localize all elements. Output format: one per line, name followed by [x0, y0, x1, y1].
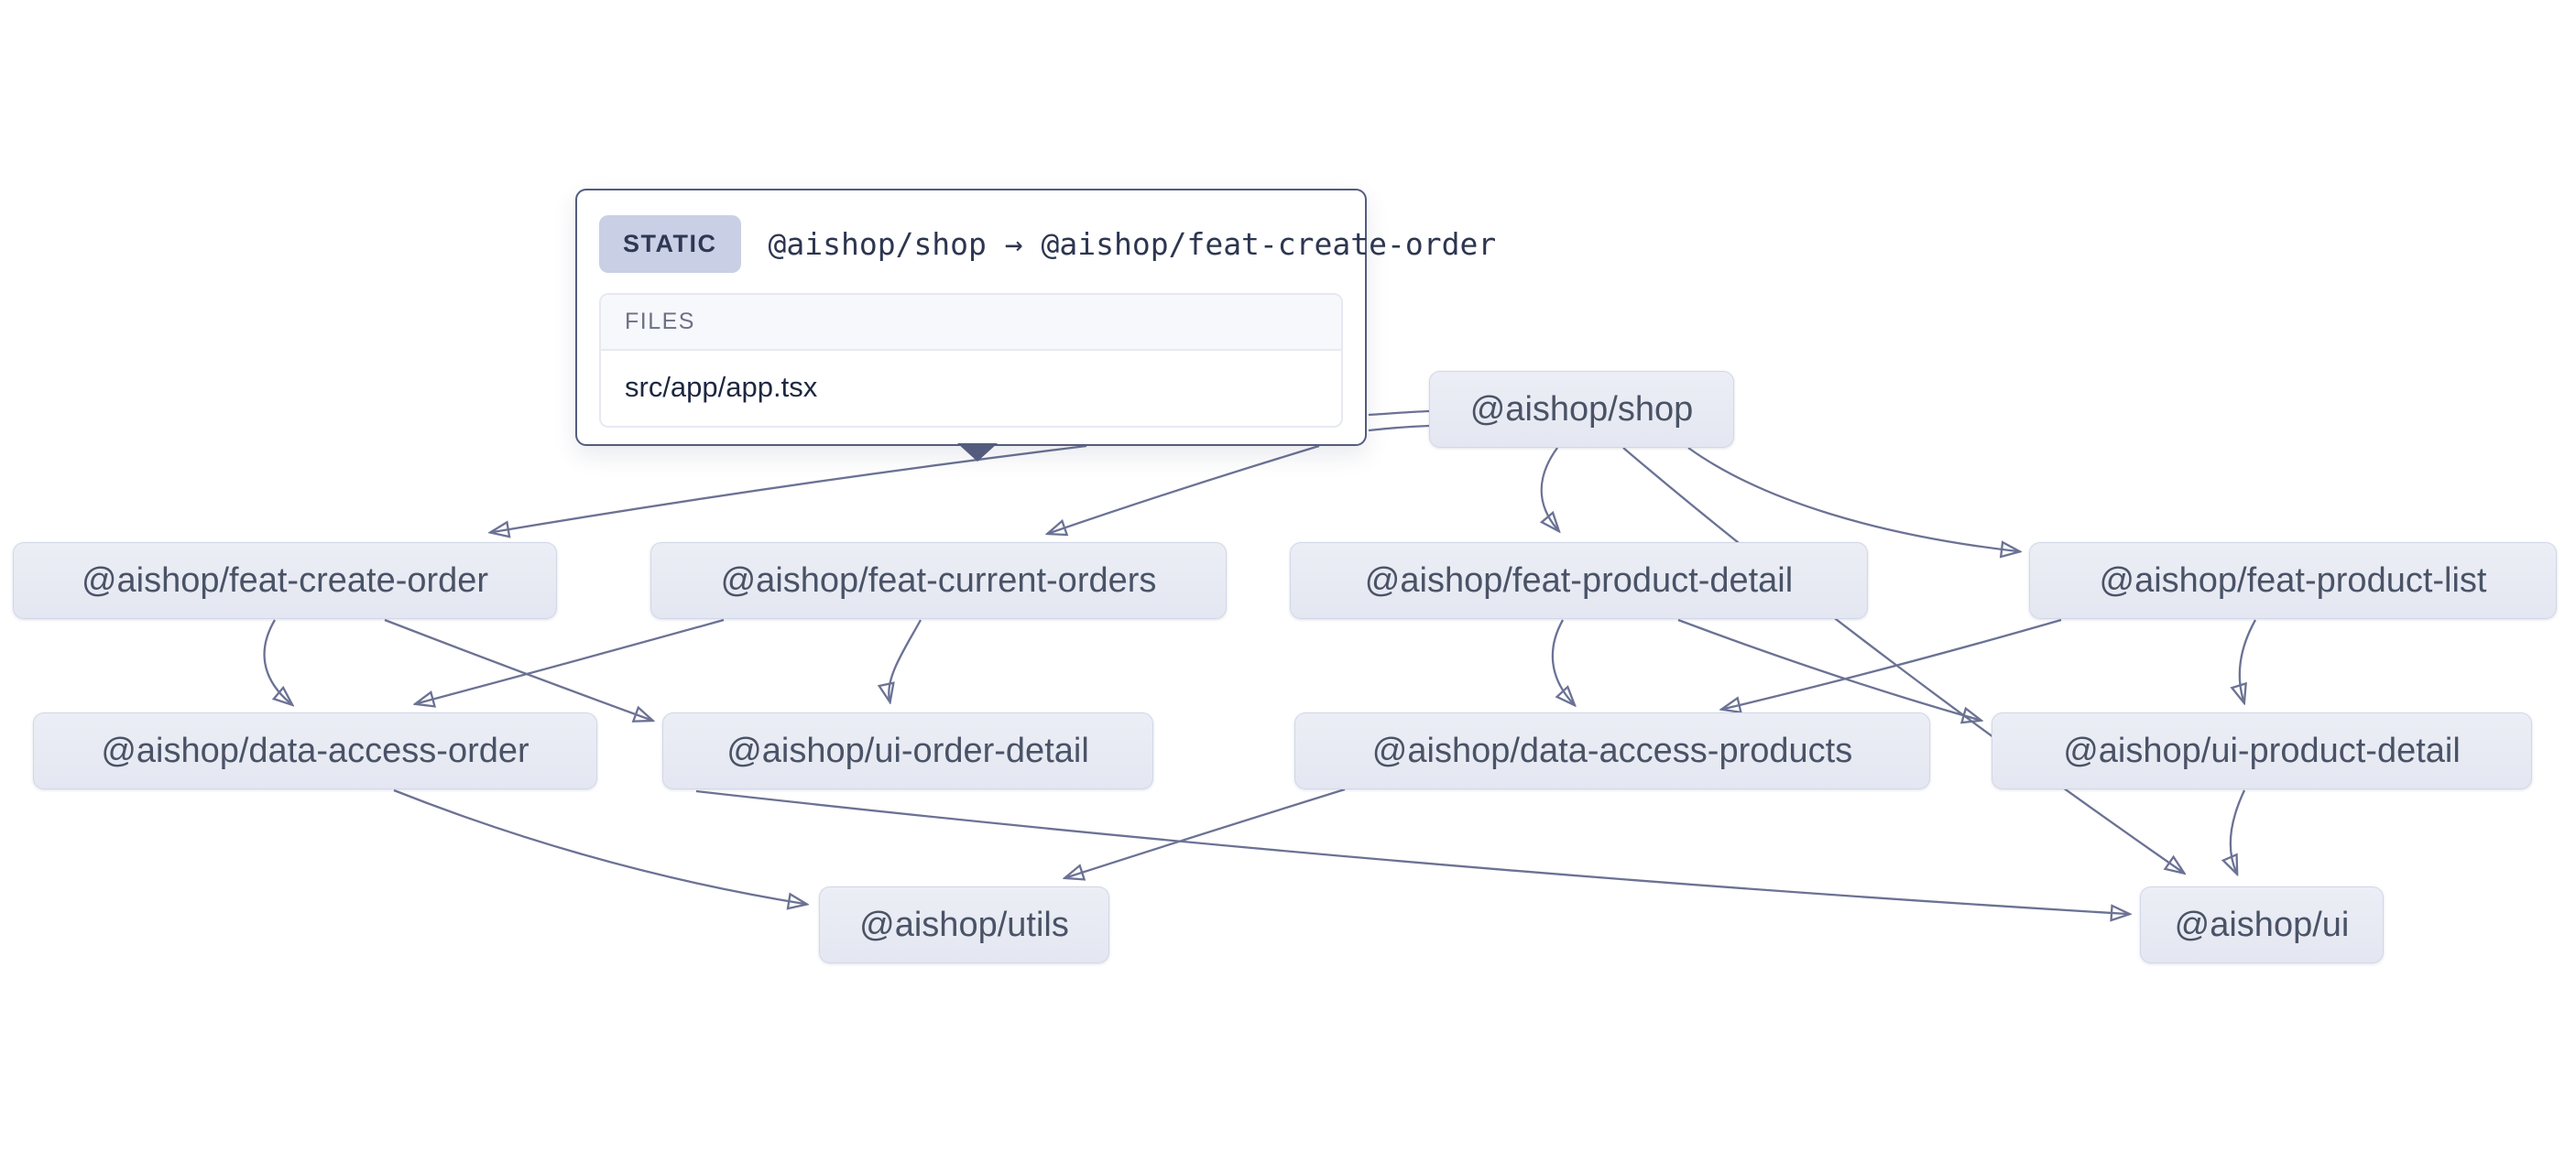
edge-feat-current-orders-to-data-access-order[interactable] — [418, 618, 725, 703]
graph-node-ui[interactable]: @aishop/ui — [2140, 886, 2384, 963]
graph-node-data-access-products[interactable]: @aishop/data-access-products — [1294, 712, 1930, 789]
graph-node-feat-create-order[interactable]: @aishop/feat-create-order — [13, 542, 557, 619]
edge-shop-to-feat-create-order-stub[interactable] — [1368, 409, 1430, 417]
edge-shop-to-feat-product-list[interactable] — [1687, 447, 2017, 551]
graph-node-feat-product-list[interactable]: @aishop/feat-product-list — [2029, 542, 2557, 619]
edge-feat-product-list-to-ui-product-detail[interactable] — [2240, 619, 2257, 701]
edge-tooltip: STATIC @aishop/shop → @aishop/feat-creat… — [575, 189, 1496, 462]
edge-data-access-order-to-utils[interactable] — [393, 788, 804, 904]
graph-node-utils[interactable]: @aishop/utils — [819, 886, 1109, 963]
edge-shop-to-ui[interactable] — [1622, 447, 2182, 872]
files-panel-header: FILES — [601, 295, 1341, 351]
tooltip-caret-icon — [957, 443, 998, 462]
graph-node-ui-product-detail[interactable]: @aishop/ui-product-detail — [1992, 712, 2532, 789]
file-list-item[interactable]: src/app/app.tsx — [601, 351, 1341, 426]
edge-ui-order-detail-to-ui[interactable] — [695, 789, 2127, 914]
files-panel: FILES src/app/app.tsx — [599, 293, 1343, 428]
graph-node-feat-current-orders[interactable]: @aishop/feat-current-orders — [650, 542, 1227, 619]
graph-node-shop[interactable]: @aishop/shop — [1429, 371, 1734, 448]
graph-node-data-access-order[interactable]: @aishop/data-access-order — [33, 712, 597, 789]
edge-shop-to-feat-create-order[interactable] — [493, 444, 1087, 532]
edge-shop-to-feat-product-detail[interactable] — [1542, 447, 1557, 529]
edge-feat-product-list-to-data-access-products[interactable] — [1724, 618, 2062, 709]
graph-node-feat-product-detail[interactable]: @aishop/feat-product-detail — [1290, 542, 1868, 619]
edge-shop-to-feat-current-orders-stub[interactable] — [1368, 424, 1430, 432]
edge-feat-product-detail-to-data-access-products[interactable] — [1551, 619, 1573, 703]
edge-feat-product-detail-to-ui-product-detail[interactable] — [1677, 618, 1979, 720]
edge-data-access-products-to-utils[interactable] — [1067, 788, 1346, 877]
edge-shop-to-feat-current-orders[interactable] — [1050, 444, 1320, 533]
edge-type-badge: STATIC — [599, 215, 741, 273]
graph-node-ui-order-detail[interactable]: @aishop/ui-order-detail — [662, 712, 1153, 789]
tooltip-header: STATIC @aishop/shop → @aishop/feat-creat… — [577, 190, 1496, 288]
edge-label: @aishop/shop → @aishop/feat-create-order — [768, 226, 1497, 262]
edge-feat-create-order-to-data-access-order[interactable] — [263, 619, 290, 703]
edge-feat-current-orders-to-ui-order-detail[interactable] — [889, 619, 922, 700]
edge-ui-product-detail-to-ui[interactable] — [2231, 789, 2246, 872]
edge-feat-create-order-to-ui-order-detail[interactable] — [384, 618, 650, 720]
